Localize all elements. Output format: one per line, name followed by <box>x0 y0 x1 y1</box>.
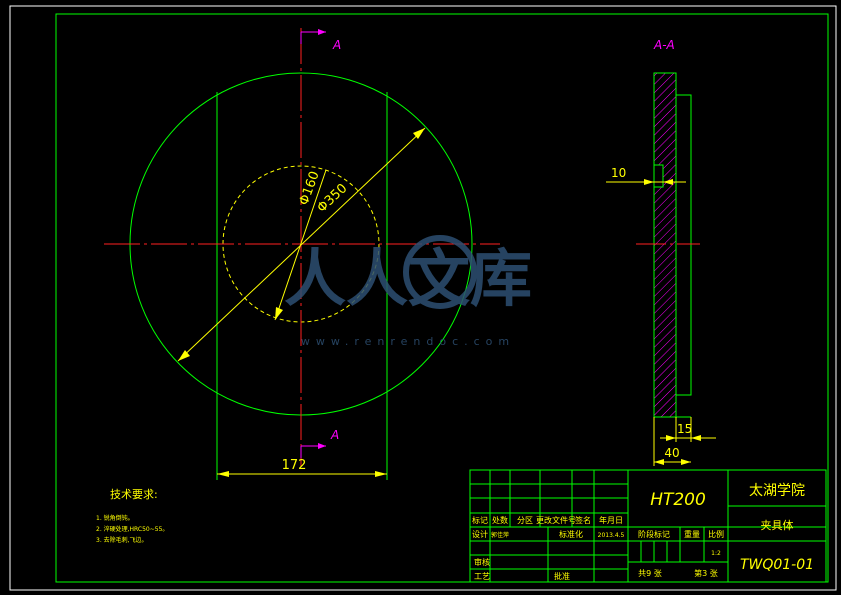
section-arrow-bottom <box>318 443 326 449</box>
rev-header: 签名 <box>575 515 591 525</box>
section-view-title: A-A <box>653 38 675 52</box>
rev-header: 处数 <box>492 515 508 525</box>
rev-header: 更改文件号 <box>536 515 576 525</box>
arrow-10-b <box>663 179 673 185</box>
dim-15: 15 <box>677 422 692 436</box>
weight-label: 重量 <box>684 529 700 539</box>
school-name: 太湖学院 <box>749 483 805 499</box>
arrow-40-a <box>654 459 664 465</box>
watermark-url: www.renrendoc.com <box>301 335 515 348</box>
arrow-10-a <box>644 179 654 185</box>
arrow-phi350-end <box>413 128 425 139</box>
rev-header: 标记 <box>472 515 488 525</box>
standardize-label: 标准化 <box>559 529 583 539</box>
designer-name: 郭佳萍 <box>491 531 509 539</box>
stage-label: 阶段标记 <box>638 529 670 539</box>
watermark-logo-ring <box>403 235 477 309</box>
review-label: 审核 <box>474 557 490 567</box>
dim-line-phi160 <box>274 169 327 321</box>
dim-10: 10 <box>611 166 626 180</box>
title-block-text: HT200 太湖学院 夹具体 TWQ01-01 标记 处数 分区 更改文件号 签… <box>472 483 814 581</box>
inner-frame <box>55 13 829 583</box>
section-label-bottom: A <box>330 428 339 442</box>
section-view: A-A 10 15 40 <box>606 38 716 466</box>
arrow-phi350-start <box>178 350 190 361</box>
section-arrow-top <box>318 29 326 35</box>
scale-value: 1:2 <box>711 550 721 557</box>
tech-req-title: 技术要求: <box>110 488 158 501</box>
material: HT200 <box>650 490 706 510</box>
arrow-phi160 <box>275 307 283 320</box>
dim-line-phi350 <box>177 127 426 362</box>
title-block <box>469 469 827 583</box>
approve-label: 批准 <box>554 571 570 581</box>
arrow-15-b <box>691 435 701 441</box>
drawing-number: TWQ01-01 <box>740 557 814 573</box>
watermark: 人人文库 www.renrendoc.com <box>284 235 532 348</box>
part-name: 夹具体 <box>761 518 794 532</box>
sheet-number: 第3 张 <box>694 568 718 578</box>
tech-req-item: 1. 锐角倒钝。 <box>96 514 134 522</box>
section-recess <box>653 164 664 188</box>
section-label-top: A <box>332 38 341 52</box>
arrow-172-left <box>217 471 229 477</box>
scale-label: 比例 <box>708 529 724 539</box>
drawing-frame <box>9 5 837 591</box>
sheets-total: 共9 张 <box>638 569 662 578</box>
dim-172: 172 <box>282 458 307 473</box>
arrow-172-right <box>375 471 387 477</box>
designer-label: 设计 <box>472 529 488 539</box>
process-label: 工艺 <box>474 572 490 581</box>
tech-req-item: 3. 去除毛刺,飞边。 <box>96 536 148 544</box>
arrow-40-b <box>681 459 691 465</box>
arrow-15-a <box>666 435 676 441</box>
watermark-brand: 人人文库 <box>284 242 532 315</box>
rev-header: 分区 <box>517 516 533 525</box>
dim-40: 40 <box>664 446 679 460</box>
section-step <box>675 94 692 396</box>
tech-req-item: 2. 淬硬处理,HRC50~55。 <box>96 525 168 533</box>
tech-requirements: 技术要求: 1. 锐角倒钝。 2. 淬硬处理,HRC50~55。 3. 去除毛刺… <box>96 488 168 544</box>
rev-header: 年月日 <box>599 515 623 525</box>
section-hatch <box>653 72 677 418</box>
design-date: 2013.4.5 <box>598 532 625 539</box>
